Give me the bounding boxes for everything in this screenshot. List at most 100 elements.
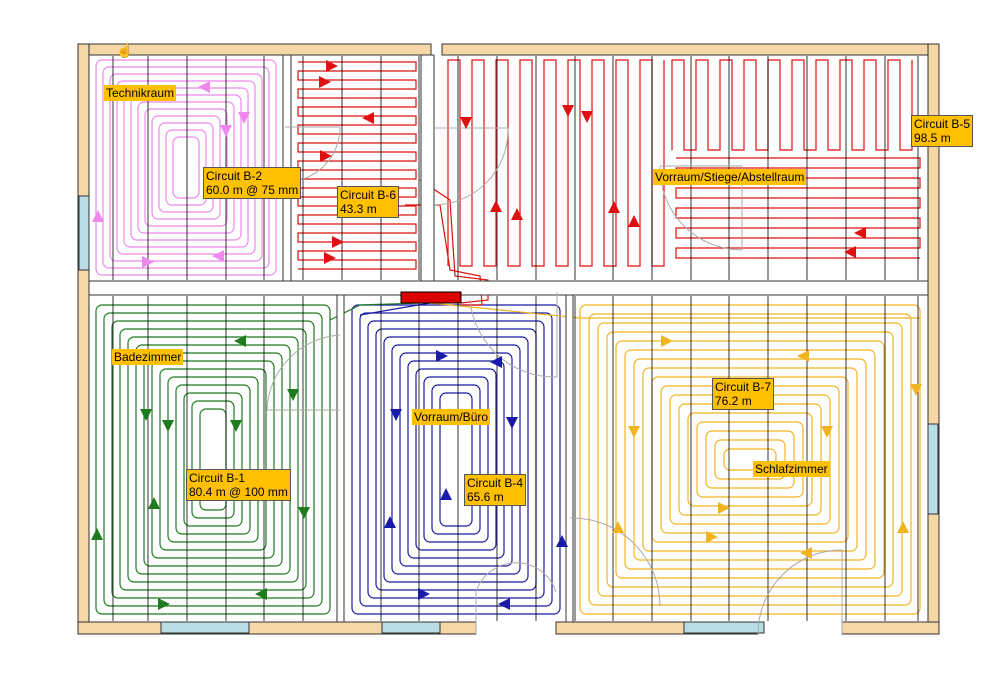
pipe-loop: [606, 331, 894, 588]
pipe-circuit-b5-upper: [671, 59, 913, 151]
flow-arrow: [612, 521, 624, 533]
pipe-loop: [391, 344, 521, 575]
pipe-loop: [119, 328, 307, 591]
pipe-loop: [687, 412, 813, 507]
flow-arrow: [628, 426, 640, 438]
flow-arrow: [628, 215, 640, 227]
flow-arrow: [142, 256, 154, 268]
pipe-loop: [431, 384, 481, 535]
pipe-circuit-b5: [447, 59, 665, 267]
pipe-loop: [183, 392, 243, 527]
pipe-loop: [351, 304, 561, 615]
flow-arrow: [91, 528, 103, 540]
circuit-detail: 65.6 m: [467, 490, 504, 504]
pipe-loop: [167, 376, 259, 543]
flow-arrow: [844, 246, 856, 258]
flow-arrow: [384, 516, 396, 528]
flow-arrow: [234, 335, 246, 347]
circuit-detail: 60.0 m @ 75 mm: [206, 183, 299, 197]
pipe-loop: [642, 367, 858, 552]
hand-cursor-icon: ☝: [116, 42, 134, 58]
pipe-loop: [359, 312, 553, 607]
flow-arrow: [506, 417, 518, 429]
wall-mid-horizontal: [88, 280, 929, 296]
pipe-circuit-b7: [579, 304, 921, 615]
flow-arrow: [212, 250, 224, 262]
flow-arrow: [92, 210, 104, 222]
circuit-title: Circuit B-5: [914, 117, 971, 131]
flow-arrow: [460, 117, 472, 129]
flow-arrow: [511, 208, 523, 220]
flow-arrow: [436, 350, 448, 362]
flow-arrow: [440, 488, 452, 500]
pipe-loop: [135, 344, 291, 575]
joist-lines: [112, 56, 919, 621]
flow-arrow: [490, 200, 502, 212]
pipe-loop: [143, 352, 283, 567]
pipe-circuit-b6: [297, 61, 417, 270]
walls: [77, 43, 940, 635]
pipe-loop: [111, 320, 315, 599]
flow-arrow: [556, 535, 568, 547]
circuit-title: Circuit B-4: [467, 476, 524, 490]
circuit-title: Circuit B-2: [206, 169, 263, 183]
pipe-loop: [165, 129, 207, 206]
pipe-loop: [624, 349, 876, 570]
flow-arrow: [220, 125, 232, 137]
room-label-bad: Badezimmer: [112, 349, 184, 365]
flow-arrow: [326, 60, 338, 72]
pipe-loop: [103, 312, 323, 607]
circuit-title: Circuit B-1: [189, 471, 246, 485]
window-bottom-2: [381, 621, 441, 634]
flow-arrow: [718, 502, 730, 514]
wall-top-right: [441, 43, 940, 56]
manifold[interactable]: [400, 291, 462, 304]
pipe-loop: [159, 368, 267, 551]
pipe-loop: [723, 448, 777, 471]
pipe-loop: [172, 136, 200, 199]
room-label-vorraum-stiege: Vorraum/Stiege/Abstellraum: [653, 169, 807, 185]
circuit-detail: 43.3 m: [340, 202, 377, 216]
flow-arrow: [148, 497, 160, 509]
pipe-loop: [191, 400, 235, 519]
window-right: [927, 423, 939, 515]
flow-arrow: [238, 112, 250, 124]
flow-arrow: [332, 236, 344, 248]
pipe-loop: [705, 430, 795, 489]
pipe-loop: [367, 320, 545, 599]
flow-arrow: [706, 531, 718, 543]
pipe-loop: [415, 368, 497, 551]
flow-arrow: [198, 81, 210, 93]
pipe-circuit-b1: [95, 304, 331, 615]
pipe-loop: [127, 336, 299, 583]
pipe-loop: [175, 384, 251, 535]
flow-arrow: [498, 598, 510, 610]
circuit-detail: 76.2 m: [715, 394, 752, 408]
flow-arrow: [319, 76, 331, 88]
flow-arrow: [162, 420, 174, 432]
circuit-detail: 80.4 m @ 100 mm: [189, 485, 288, 499]
pipe-loop: [423, 376, 489, 543]
flow-arrow: [390, 409, 402, 421]
flow-arrow: [910, 384, 922, 396]
circuit-detail: 98.5 m: [914, 131, 951, 145]
pipe-loop: [399, 352, 513, 567]
pipe-loop: [633, 358, 867, 561]
wall-lower-divider-1: [336, 294, 345, 623]
pipe-loop: [151, 360, 275, 559]
flow-arrow: [230, 420, 242, 432]
pipe-loop: [714, 439, 786, 480]
flow-arrow: [140, 409, 152, 421]
flow-arrow: [158, 598, 170, 610]
flow-arrow: [608, 201, 620, 213]
pipe-loop: [678, 403, 822, 516]
flow-arrow: [490, 356, 502, 368]
wall-bottom-right: [841, 621, 940, 635]
